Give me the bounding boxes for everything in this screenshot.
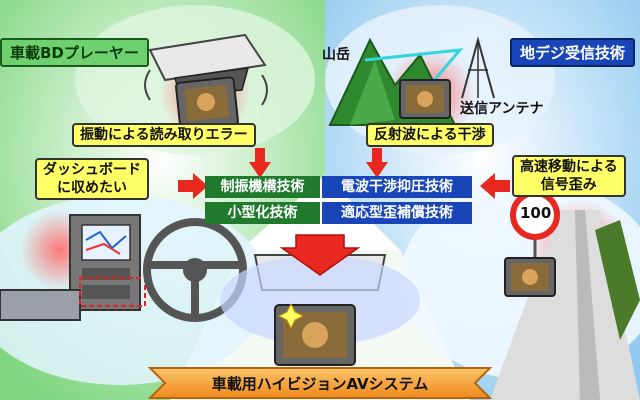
issue-high-speed: 高速移動による 信号歪み: [512, 155, 626, 197]
right-title: 地デジ受信技術: [510, 38, 636, 67]
issue-vibration: 振動による読み取りエラー: [72, 123, 256, 147]
banner-shape: [147, 367, 493, 399]
car-roof-monitor-illustration: [144, 33, 268, 132]
tech-miniaturization: 小型化技術: [205, 202, 320, 224]
tech-adaptive-distortion: 適応型歪補償技術: [322, 202, 472, 224]
system-banner: 車載用ハイビジョンAVシステム: [211, 375, 429, 393]
issue-dashboard: ダッシュボード に収めたい: [35, 158, 149, 200]
mountain-antenna-illustration: [328, 36, 495, 126]
red-arrows: [178, 148, 510, 276]
issue-reflection: 反射波による干渉: [366, 123, 494, 147]
tech-vibration-control: 制振機構技術: [205, 176, 320, 198]
road-illustration: [490, 210, 640, 400]
speed-sign-label: 100: [520, 204, 552, 222]
antenna-label: 送信アンテナ: [460, 101, 544, 117]
tech-interference-suppression: 電波干渉抑圧技術: [322, 176, 472, 198]
mountain-label: 山岳: [322, 47, 350, 63]
left-title: 車載BDプレーヤー: [0, 38, 149, 67]
dashboard-illustration: [0, 214, 247, 322]
